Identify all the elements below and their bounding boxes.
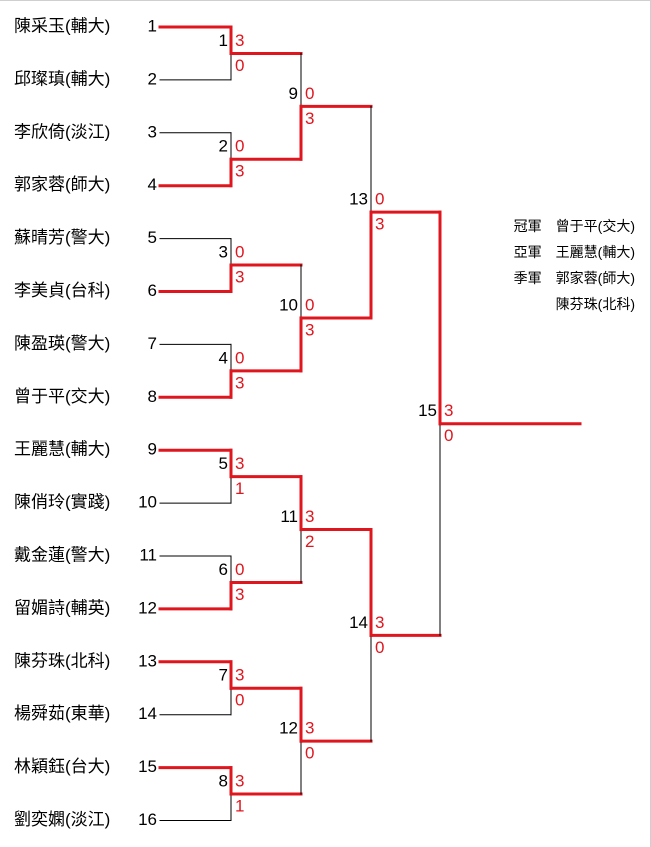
player-name: 陳采玉(輔大): [14, 16, 110, 35]
match-1-top-score: 3: [235, 31, 244, 50]
match-11-top-score: 3: [305, 507, 314, 526]
match-5-bottom-score: 1: [235, 479, 244, 498]
standing-gap: [542, 244, 556, 260]
standing-name: 王麗慧: [556, 244, 598, 260]
player-name: 曾于平(交大): [14, 387, 110, 406]
seed-number: 1: [148, 16, 157, 35]
match-9-top-score: 0: [305, 84, 314, 103]
match-11-bottom-score: 2: [305, 532, 314, 551]
player-name: 陳芬珠(北科): [14, 651, 110, 670]
match-8-top-score: 3: [235, 772, 244, 791]
seed-number: 2: [148, 69, 157, 88]
match-13-number: 13: [349, 190, 368, 209]
match-7-number: 7: [219, 666, 228, 685]
match-2-top-score: 0: [235, 137, 244, 156]
match-14-bottom-score: 0: [375, 638, 384, 657]
match-12-bottom-score: 0: [305, 744, 314, 763]
standing-row: 季軍 郭家蓉(師大): [514, 270, 635, 286]
match-12-number: 12: [279, 719, 298, 738]
match-5-number: 5: [219, 454, 228, 473]
seed-number: 14: [138, 704, 157, 723]
match-6-top-score: 0: [235, 560, 244, 579]
standing-row: 陳芬珠(北科): [556, 296, 635, 312]
standing-school: (北科): [598, 296, 635, 312]
standing-name: 郭家蓉: [556, 270, 598, 286]
match-10-top-score: 0: [305, 295, 314, 314]
player-name: 王麗慧(輔大): [14, 440, 110, 459]
standing-title: 季軍: [514, 270, 542, 286]
match-8-number: 8: [219, 772, 228, 791]
match-13-top-score: 0: [375, 190, 384, 209]
final-standings: 冠軍 曾于平(交大)亞軍 王麗慧(輔大)季軍 郭家蓉(師大)陳芬珠(北科): [514, 218, 635, 312]
match-3-number: 3: [219, 243, 228, 262]
match-7-top-score: 3: [235, 666, 244, 685]
seed-number: 8: [148, 387, 157, 406]
match-12-top-score: 3: [305, 719, 314, 738]
match-5-top-score: 3: [235, 454, 244, 473]
player-name: 陳盈瑛(警大): [14, 334, 110, 353]
match-4-bottom-score: 3: [235, 373, 244, 392]
match-10-bottom-score: 3: [305, 320, 314, 339]
seed-number: 7: [148, 334, 157, 353]
standing-school: (交大): [598, 218, 635, 234]
match-2-number: 2: [219, 137, 228, 156]
match-1-bottom-score: 0: [235, 56, 244, 75]
player-name: 李美貞(台科): [14, 281, 110, 300]
seed-number: 5: [148, 228, 157, 247]
match-2-bottom-score: 3: [235, 162, 244, 181]
match-13-bottom-score: 3: [375, 215, 384, 234]
standing-school: (師大): [598, 270, 635, 286]
player-name: 李欣倚(淡江): [14, 122, 110, 141]
player-name: 陳俏玲(實踐): [14, 493, 110, 512]
match-15-number: 15: [418, 401, 437, 420]
seed-number: 10: [138, 493, 157, 512]
seed-number: 15: [138, 757, 157, 776]
standing-title: 冠軍: [514, 218, 542, 234]
match-7-bottom-score: 0: [235, 691, 244, 710]
match-9-number: 9: [289, 84, 298, 103]
match-9-bottom-score: 3: [305, 109, 314, 128]
bracket-labels: 陳采玉(輔大) 1 邱璨瑱(輔大) 2 李欣倚(淡江) 3 郭家蓉(師大) 4 蘇晴芳(警大) 5…: [14, 16, 453, 829]
seed-number: 9: [148, 440, 157, 459]
standing-gap: [542, 218, 556, 234]
player-name: 郭家蓉(師大): [14, 175, 110, 194]
match-6-bottom-score: 3: [235, 585, 244, 604]
match-14-top-score: 3: [375, 613, 384, 632]
player-name: 邱璨瑱(輔大): [14, 69, 110, 88]
player-name: 戴金蓮(警大): [14, 545, 110, 564]
player-name: 留媚詩(輔英): [14, 598, 110, 617]
match-10-number: 10: [279, 295, 298, 314]
bracket-lines: [158, 25, 582, 821]
seed-number: 3: [148, 122, 157, 141]
standing-school: (輔大): [598, 244, 635, 260]
match-15-bottom-score: 0: [444, 426, 453, 445]
standing-row: 亞軍 王麗慧(輔大): [514, 244, 635, 260]
seed-number: 12: [138, 598, 157, 617]
match-4-number: 4: [219, 348, 228, 367]
player-name: 楊舜茹(東華): [14, 704, 110, 723]
standing-name: 陳芬珠: [556, 296, 598, 312]
match-15-top-score: 3: [444, 401, 453, 420]
match-1-number: 1: [219, 31, 228, 50]
match-14-number: 14: [349, 613, 368, 632]
seed-number: 6: [148, 281, 157, 300]
standing-title: 亞軍: [514, 244, 542, 260]
seed-number: 4: [148, 175, 157, 194]
match-4-top-score: 0: [235, 348, 244, 367]
match-3-top-score: 0: [235, 243, 244, 262]
match-3-bottom-score: 3: [235, 268, 244, 287]
match-8-bottom-score: 1: [235, 797, 244, 816]
player-name: 林穎鈺(台大): [14, 757, 110, 776]
seed-number: 13: [138, 651, 157, 670]
seed-number: 11: [139, 545, 157, 564]
player-name: 蘇晴芳(警大): [14, 228, 110, 247]
seed-number: 16: [138, 810, 157, 829]
standing-row: 冠軍 曾于平(交大): [514, 218, 635, 234]
match-6-number: 6: [219, 560, 228, 579]
player-name: 劉奕嫻(淡江): [14, 810, 110, 829]
standing-gap: [542, 270, 556, 286]
standing-name: 曾于平: [556, 218, 598, 234]
match-11-number: 11: [280, 507, 298, 526]
